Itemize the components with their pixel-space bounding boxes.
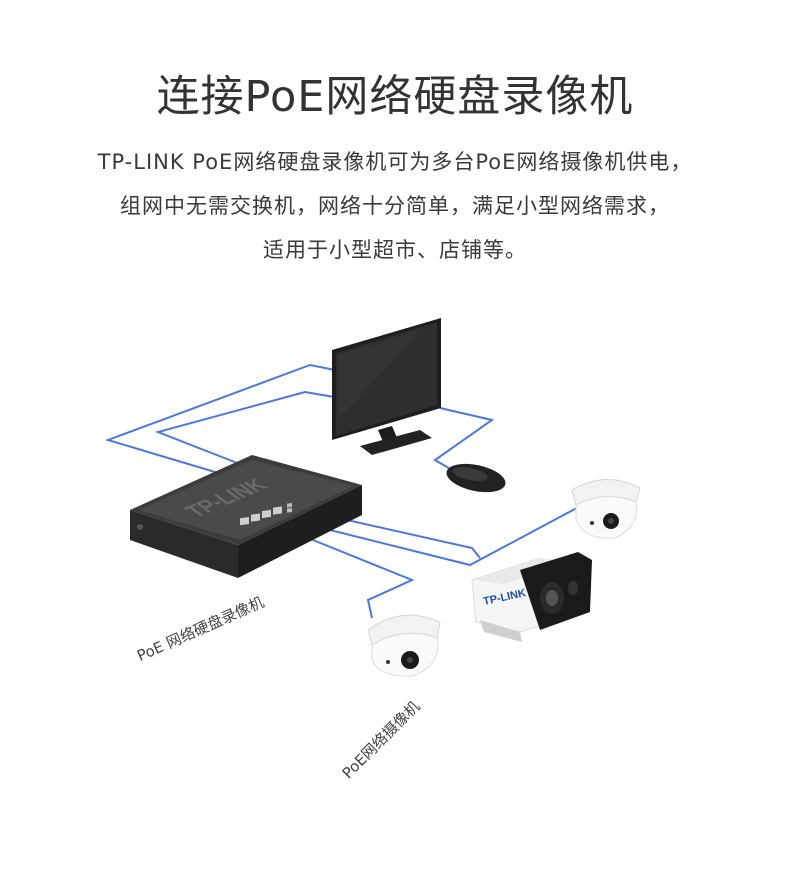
- description-line-1: TP-LINK PoE网络硬盘录像机可为多台PoE网络摄像机供电，: [97, 150, 693, 174]
- cable-dome-camera-top: [321, 501, 589, 567]
- description: TP-LINK PoE网络硬盘录像机可为多台PoE网络摄像机供电， 组网中无需交…: [0, 140, 790, 272]
- cable-monitor-inner: [154, 390, 341, 469]
- description-line-3: 适用于小型超市、店铺等。: [263, 238, 527, 262]
- dome-camera-bottom: [367, 614, 441, 677]
- cable-monitor-outer: [104, 363, 346, 479]
- network-diagram: TP-LINK TP-LINK: [0, 300, 790, 871]
- cable-dome-camera-bottom: [307, 537, 415, 619]
- cable-mouse: [433, 407, 495, 471]
- dome-camera-top: [571, 479, 641, 539]
- diagram-svg: TP-LINK TP-LINK: [104, 318, 641, 677]
- page-title: 连接PoE网络硬盘录像机: [156, 72, 634, 122]
- cables: [104, 363, 589, 619]
- monitor: [332, 318, 441, 455]
- cable-bullet-camera: [337, 517, 481, 559]
- bullet-camera: TP-LINK: [471, 552, 592, 642]
- nvr-device: TP-LINK: [130, 455, 362, 578]
- description-line-2: 组网中无需交换机，网络十分简单，满足小型网络需求，: [120, 194, 670, 218]
- mouse: [446, 463, 506, 493]
